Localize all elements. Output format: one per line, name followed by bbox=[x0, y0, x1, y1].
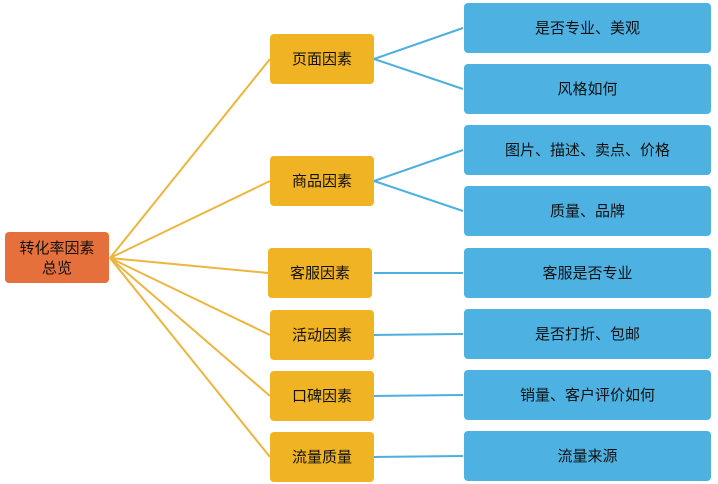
factor-node-page: 页面因素 bbox=[270, 34, 374, 84]
root-to-factor-line bbox=[109, 257, 271, 397]
factor-node-service: 客服因素 bbox=[268, 248, 372, 298]
factor-to-detail-line bbox=[373, 394, 464, 397]
detail-node: 流量来源 bbox=[464, 431, 711, 481]
factor-label: 商品因素 bbox=[291, 172, 352, 190]
root-to-factor-line bbox=[109, 180, 271, 259]
root-to-factor-line bbox=[109, 257, 271, 458]
root-to-factor-line bbox=[109, 257, 269, 274]
factor-to-detail-line bbox=[373, 58, 464, 90]
detail-node: 是否打折、包邮 bbox=[464, 309, 711, 359]
factor-label: 客服因素 bbox=[289, 264, 350, 282]
root-label-line2: 总览 bbox=[41, 258, 72, 277]
detail-label: 流量来源 bbox=[557, 447, 618, 465]
detail-node: 风格如何 bbox=[464, 64, 711, 114]
factor-node-traffic: 流量质量 bbox=[270, 432, 374, 482]
factor-to-detail-line bbox=[373, 333, 464, 336]
detail-node: 图片、描述、卖点、价格 bbox=[464, 125, 711, 175]
root-label-line1: 转化率因素 bbox=[19, 238, 95, 257]
factor-node-promotion: 活动因素 bbox=[270, 310, 374, 360]
detail-label: 是否专业、美观 bbox=[534, 19, 640, 37]
detail-node: 是否专业、美观 bbox=[464, 3, 711, 53]
detail-label: 是否打折、包邮 bbox=[534, 325, 640, 343]
factor-label: 页面因素 bbox=[291, 50, 352, 68]
detail-label: 质量、品牌 bbox=[549, 202, 625, 220]
factor-to-detail-line bbox=[373, 180, 464, 212]
factor-label: 口碑因素 bbox=[291, 387, 352, 405]
detail-node: 客服是否专业 bbox=[464, 248, 711, 298]
factor-node-reputation: 口碑因素 bbox=[270, 371, 374, 421]
root-to-factor-line bbox=[109, 257, 271, 336]
factor-to-detail-line bbox=[373, 27, 464, 60]
detail-node: 销量、客户评价如何 bbox=[464, 370, 711, 420]
factor-label: 流量质量 bbox=[291, 448, 352, 466]
detail-label: 客服是否专业 bbox=[542, 264, 633, 282]
factor-node-product: 商品因素 bbox=[270, 156, 374, 206]
factor-to-detail-line bbox=[373, 149, 464, 182]
detail-label: 图片、描述、卖点、价格 bbox=[504, 141, 670, 159]
detail-label: 风格如何 bbox=[557, 80, 618, 98]
factor-label: 活动因素 bbox=[291, 326, 352, 344]
root-node: 转化率因素总览 bbox=[5, 232, 109, 283]
factor-to-detail-line bbox=[373, 455, 464, 458]
detail-node: 质量、品牌 bbox=[464, 186, 711, 236]
detail-label: 销量、客户评价如何 bbox=[519, 386, 655, 404]
root-to-factor-line bbox=[109, 58, 271, 259]
